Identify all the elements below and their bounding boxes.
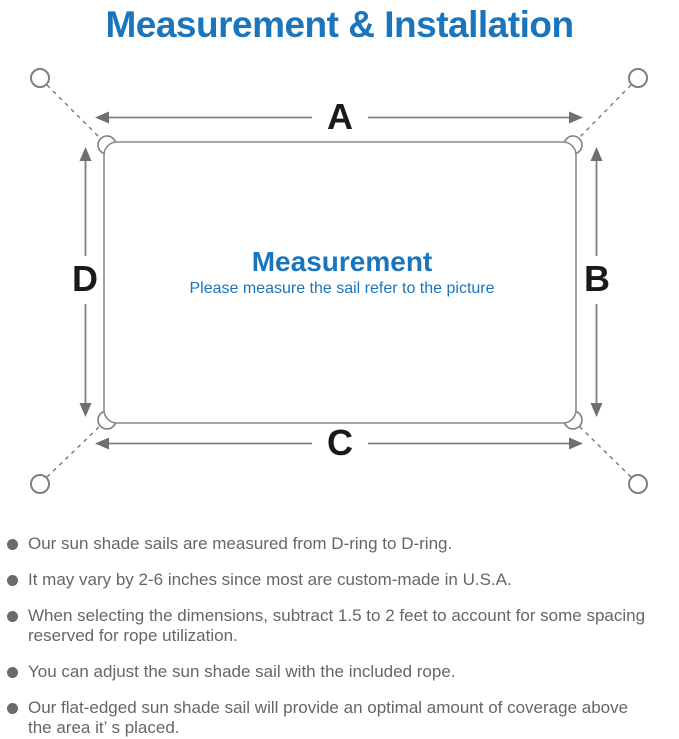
- note-item: When selecting the dimensions, subtract …: [7, 606, 673, 646]
- measurement-diagram: A C D B Measurement Please measure the s…: [30, 68, 648, 494]
- tether-line-bottom-left: [46, 425, 101, 478]
- note-text: Our flat-edged sun shade sail will provi…: [28, 698, 629, 737]
- note-item: Our sun shade sails are measured from D-…: [7, 534, 673, 554]
- notes-list: Our sun shade sails are measured from D-…: [0, 534, 679, 738]
- anchor-ring-bottom-right-icon: [628, 474, 648, 494]
- bullet-dot-icon: [7, 703, 18, 714]
- tether-line-top-left: [46, 84, 101, 139]
- note-text: It may vary by 2-6 inches since most are…: [28, 570, 512, 589]
- dimension-label-a: A: [327, 96, 353, 137]
- note-item: Our flat-edged sun shade sail will provi…: [7, 698, 673, 738]
- tether-line-bottom-right: [578, 425, 632, 478]
- note-text: When selecting the dimensions, subtract …: [28, 606, 646, 645]
- bullet-dot-icon: [7, 539, 18, 550]
- anchor-ring-bottom-left-icon: [30, 474, 50, 494]
- dimension-label-b: B: [584, 258, 610, 299]
- note-item: You can adjust the sun shade sail with t…: [7, 662, 673, 682]
- note-text: You can adjust the sun shade sail with t…: [28, 662, 456, 681]
- bullet-dot-icon: [7, 575, 18, 586]
- note-text: Our sun shade sails are measured from D-…: [28, 534, 453, 553]
- bullet-dot-icon: [7, 667, 18, 678]
- dimension-label-c: C: [327, 422, 353, 463]
- note-item: It may vary by 2-6 inches since most are…: [7, 570, 673, 590]
- anchor-ring-top-right-icon: [628, 68, 648, 88]
- tether-line-top-right: [578, 84, 632, 139]
- diagram-center-subtitle: Please measure the sail refer to the pic…: [189, 280, 494, 297]
- sail-outline: [103, 141, 577, 424]
- page-title: Measurement & Installation: [105, 4, 574, 45]
- dimension-label-d: D: [72, 258, 98, 299]
- bullet-dot-icon: [7, 611, 18, 622]
- anchor-ring-top-left-icon: [30, 68, 50, 88]
- diagram-center-title: Measurement: [252, 246, 433, 277]
